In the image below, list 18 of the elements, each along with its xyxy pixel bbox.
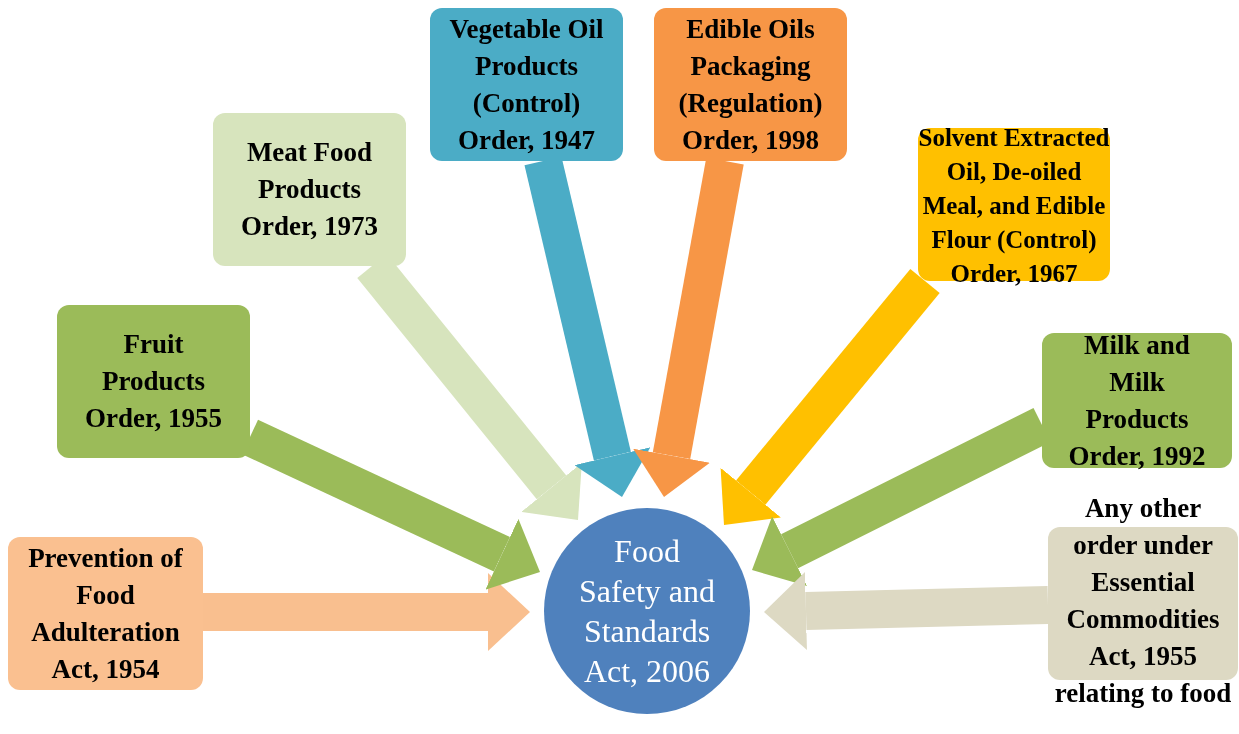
block-arrow [720,268,940,525]
order-box [654,8,847,161]
node-label: Any other order under Essential Commodities Act, 1955 relating to food [1054,492,1232,710]
order-box [213,113,406,266]
node-label: Food Safety and Standards Act, 2006 [578,532,716,691]
node-label: Edible Oils Packaging (Regulation) Order, 1998 [677,12,824,157]
node-label: Fruit Products Order, 1955 [84,328,223,435]
order-box [1042,333,1232,468]
node-label: Meat Food Products Order, 1973 [240,136,379,243]
block-arrow [203,573,530,651]
block-arrow [764,572,1049,650]
order-box [8,537,203,690]
node-label: Milk and Milk Products Order, 1992 [1067,333,1207,468]
node-label: Prevention of Food Adulteration Act, 1954 [27,541,184,686]
node-label: Vegetable Oil Products (Control) Order, 1947 [448,12,605,157]
node-label: Solvent Extracted Oil, De-oiled Meal, and Edible Flour (Control) Order, 1967 [918,123,1110,289]
order-box [430,8,623,161]
order-box [57,305,250,458]
